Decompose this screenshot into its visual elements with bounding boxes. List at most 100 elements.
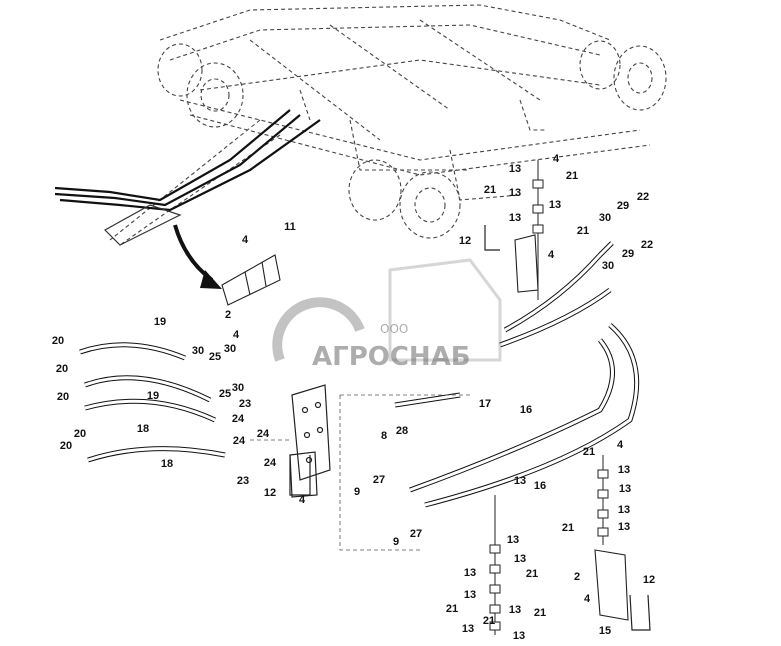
callout-label: 4: [548, 249, 555, 261]
callout-label: 13: [464, 567, 476, 579]
callout-label: 21: [526, 568, 538, 580]
callout-label: 21: [534, 607, 546, 619]
callout-label: 9: [393, 536, 399, 548]
callout-label: 18: [137, 423, 149, 435]
watermark-logo-icon: [272, 297, 365, 362]
callout-label: 2: [574, 571, 580, 583]
callout-label: 30: [602, 260, 614, 272]
callout-label: 30: [599, 212, 611, 224]
callout-label: 4: [242, 234, 249, 246]
callout-label: 13: [514, 553, 526, 565]
callout-label: 4: [617, 439, 624, 451]
callout-label: 13: [509, 212, 521, 224]
callout-label: 23: [237, 475, 249, 487]
wheel-center-front: [399, 171, 461, 239]
clamp-column-bottom: [489, 495, 501, 635]
callout-label: 4: [553, 153, 560, 165]
valve-mounting-plate: [289, 384, 331, 498]
clamp-column-right: [597, 455, 609, 545]
clamp-column-top: [532, 160, 544, 300]
callout-label: 4: [584, 593, 591, 605]
callout-label: 13: [507, 534, 519, 546]
callout-label: 16: [534, 480, 546, 492]
callout-label: 23: [239, 398, 251, 410]
callout-label: 9: [354, 486, 360, 498]
callout-label: 16: [520, 404, 532, 416]
callout-label: 21: [577, 225, 589, 237]
callout-label: 12: [264, 487, 276, 499]
callout-label: 27: [373, 474, 385, 486]
callout-label: 21: [483, 615, 495, 627]
callout-labels: 4112412131321211313214430292230292219202…: [52, 153, 655, 642]
callout-label: 20: [57, 391, 69, 403]
callout-label: 8: [381, 430, 387, 442]
callout-label: 13: [509, 604, 521, 616]
callout-label: 29: [617, 200, 629, 212]
u-bolt-part-12: [289, 225, 651, 631]
callout-label: 30: [232, 382, 244, 394]
bracket-part-11: [221, 254, 281, 306]
callout-label: 20: [52, 335, 64, 347]
wheel-left-rear: [157, 43, 203, 97]
wheel-center-rear: [348, 159, 402, 221]
callout-label: 11: [284, 221, 296, 233]
callout-label: 13: [618, 504, 630, 516]
drawbar-hoses: [54, 109, 321, 212]
callout-label: 13: [513, 630, 525, 641]
callout-label: 2: [225, 309, 231, 321]
callout-label: 25: [219, 388, 231, 400]
callout-label: 30: [224, 343, 236, 355]
callout-label: 22: [641, 239, 653, 251]
callout-label: 13: [462, 623, 474, 635]
chassis-frame: [109, 4, 651, 246]
callout-label: 13: [619, 483, 631, 495]
detail-pointer-arrow: [173, 224, 222, 289]
callout-label: 21: [484, 184, 496, 196]
callout-label: 21: [566, 170, 578, 182]
callout-label: 13: [549, 199, 561, 211]
callout-label: 13: [509, 187, 521, 199]
hose-set-left: [79, 342, 226, 463]
callout-label: 20: [60, 440, 72, 452]
callout-label: 24: [233, 435, 246, 447]
watermark-brand: АГРОСНАБ: [312, 342, 471, 372]
callout-label: 18: [161, 458, 173, 470]
callout-label: 21: [562, 522, 574, 534]
wheel-right-rear: [579, 40, 621, 90]
callout-label: 4: [299, 494, 306, 506]
callout-label: 13: [509, 163, 521, 175]
drawbar-tongue: [104, 204, 182, 246]
callout-label: 20: [74, 428, 86, 440]
callout-label: 22: [637, 191, 649, 203]
callout-label: 24: [232, 413, 245, 425]
callout-label: 30: [192, 345, 204, 357]
callout-label: 27: [410, 528, 422, 540]
callout-label: 17: [479, 398, 491, 410]
watermark-company-form: ООО: [380, 322, 408, 336]
callout-label: 15: [599, 625, 611, 637]
leader-lines: [250, 394, 470, 551]
callout-label: 29: [622, 248, 634, 260]
callout-label: 19: [154, 316, 166, 328]
callout-label: 13: [514, 475, 526, 487]
bracket-part-15: [594, 549, 629, 621]
wheel-right-front: [613, 45, 667, 111]
callout-label: 20: [56, 363, 68, 375]
wheel-left-front: [186, 62, 244, 128]
callout-label: 24: [264, 457, 277, 469]
callout-label: 19: [147, 390, 159, 402]
callout-label: 28: [396, 425, 408, 437]
callout-label: 12: [643, 574, 655, 586]
callout-label: 25: [209, 351, 221, 363]
callout-label: 21: [583, 446, 595, 458]
watermark: ООО АГРОСНАБ: [272, 258, 502, 372]
callout-label: 4: [233, 329, 240, 341]
callout-label: 13: [464, 589, 476, 601]
callout-label: 12: [459, 235, 471, 247]
callout-label: 13: [618, 521, 630, 533]
callout-label: 21: [446, 603, 458, 615]
hose-set-main: [394, 241, 640, 508]
callout-label: 13: [618, 464, 630, 476]
bracket-top-right: [514, 234, 539, 293]
